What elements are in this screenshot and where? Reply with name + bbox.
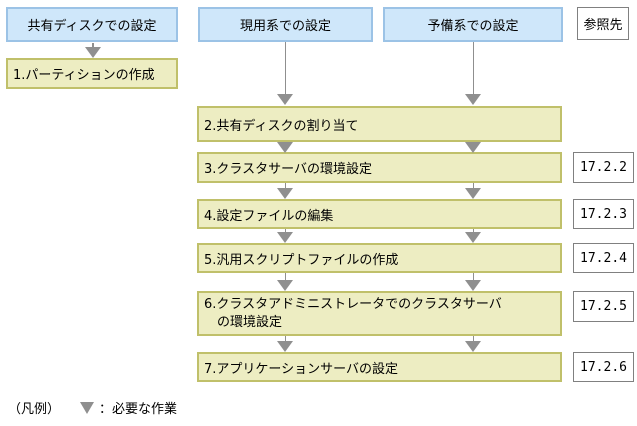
down-arrow — [277, 229, 293, 243]
down-arrow — [277, 336, 293, 352]
arrow-head-icon — [85, 47, 101, 58]
arrow-head-icon — [277, 232, 293, 243]
legend-prefix: （凡例） — [8, 402, 61, 417]
arrow-stem — [284, 183, 286, 188]
down-arrow — [465, 42, 481, 105]
down-arrow — [85, 43, 101, 58]
arrow-stem — [284, 273, 286, 280]
legend: （凡例） ：必要な作業 — [8, 398, 177, 417]
down-arrow — [277, 273, 293, 291]
arrow-stem — [472, 273, 474, 280]
arrow-head-icon — [465, 188, 481, 199]
arrow-stem — [472, 336, 474, 341]
down-arrow — [277, 183, 293, 199]
arrow-stem — [284, 42, 286, 94]
arrow-head-icon — [465, 142, 481, 153]
arrow-head-icon — [465, 280, 481, 291]
down-arrow — [465, 336, 481, 352]
down-arrow — [465, 183, 481, 199]
legend-label: ：必要な作業 — [99, 402, 178, 417]
step-4-edit-config-file: 4.設定ファイルの編集 — [197, 199, 562, 229]
step-6-line-2: の環境設定 — [217, 314, 283, 330]
down-arrow — [465, 273, 481, 291]
arrow-head-icon — [277, 188, 293, 199]
step-7-application-server-settings: 7.アプリケーションサーバの設定 — [197, 352, 562, 382]
down-arrow — [465, 142, 481, 153]
header-standby-system-settings: 予備系での設定 — [383, 7, 563, 42]
arrow-head-icon — [277, 142, 293, 153]
step-6-line-1: 6.クラスタアドミニストレータでのクラスタサーバ — [204, 296, 502, 312]
arrow-stem — [92, 43, 94, 47]
step-2-shared-disk-allocation: 2.共有ディスクの割り当て — [197, 106, 562, 142]
legend-arrow-icon — [80, 401, 95, 414]
down-arrow — [277, 142, 293, 153]
arrow-head-icon — [465, 341, 481, 352]
arrow-head-icon — [465, 94, 481, 105]
arrow-head-icon — [277, 341, 293, 352]
reference-17-2-2: 17.2.2 — [573, 152, 634, 183]
arrow-stem — [472, 183, 474, 188]
step-1-partition-creation: 1.パーティションの作成 — [6, 58, 178, 89]
arrow-head-icon — [277, 280, 293, 291]
step-6-cluster-admin-env-setup: 6.クラスタアドミニストレータでのクラスタサーバ の環境設定 — [197, 291, 562, 336]
arrow-stem — [472, 229, 474, 232]
header-active-system-settings: 現用系での設定 — [198, 7, 373, 42]
arrow-stem — [284, 336, 286, 341]
header-reference: 参照先 — [577, 7, 629, 40]
down-arrow — [277, 42, 293, 105]
step-3-cluster-server-env-setup: 3.クラスタサーバの環境設定 — [197, 152, 562, 183]
step-5-create-generic-script-file: 5.汎用スクリプトファイルの作成 — [197, 243, 562, 273]
reference-17-2-5: 17.2.5 — [573, 291, 634, 322]
reference-17-2-3: 17.2.3 — [573, 199, 634, 229]
arrow-head-icon — [465, 232, 481, 243]
arrow-head-icon — [277, 94, 293, 105]
arrow-stem — [284, 229, 286, 232]
reference-17-2-6: 17.2.6 — [573, 352, 634, 382]
header-shared-disk-settings: 共有ディスクでの設定 — [6, 7, 178, 42]
reference-17-2-4: 17.2.4 — [573, 243, 634, 273]
down-arrow — [465, 229, 481, 243]
arrow-stem — [472, 42, 474, 94]
